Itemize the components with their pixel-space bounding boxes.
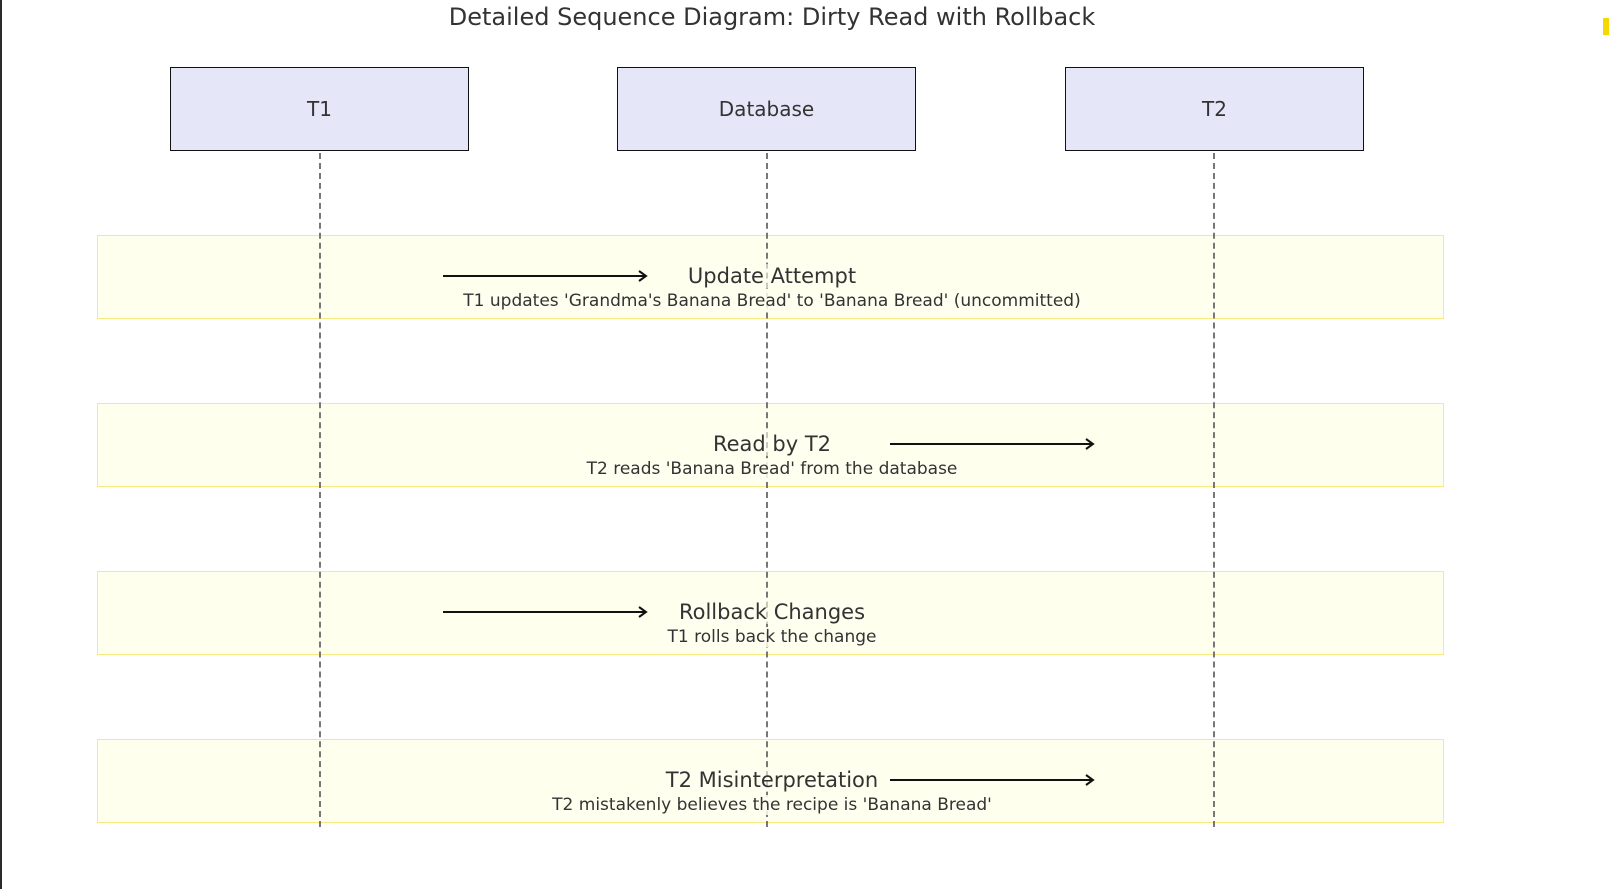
actor-database-label: Database (718, 97, 815, 121)
step-desc-update-attempt: T1 updates 'Grandma's Banana Bread' to '… (2, 290, 1542, 312)
step-label-read-by-t2: Read by T2 (712, 432, 832, 456)
message-arrow-rollback-changes (443, 606, 648, 618)
message-arrow-read-by-t2 (890, 438, 1095, 450)
actor-t1: T1 (170, 67, 469, 151)
message-arrow-t2-misinterpretation (890, 774, 1095, 786)
step-desc-read-by-t2: T2 reads 'Banana Bread' from the databas… (2, 458, 1542, 480)
actor-t1-label: T1 (307, 97, 332, 121)
lifeline-t2 (1213, 153, 1215, 827)
actor-t2: T2 (1065, 67, 1364, 151)
lifeline-database (766, 153, 768, 827)
step-label-t2-misinterpretation: T2 Misinterpretation (665, 768, 879, 792)
step-desc-t2-misinterpretation: T2 mistakenly believes the recipe is 'Ba… (2, 794, 1542, 816)
actor-t2-label: T2 (1202, 97, 1227, 121)
lifeline-t1 (319, 153, 321, 827)
diagram-title: Detailed Sequence Diagram: Dirty Read wi… (448, 3, 1096, 31)
message-arrow-update-attempt (443, 270, 648, 282)
step-label-update-attempt: Update Attempt (687, 264, 857, 288)
step-label-rollback-changes: Rollback Changes (678, 600, 866, 624)
actor-database: Database (617, 67, 916, 151)
edge-marker (1603, 18, 1609, 35)
step-desc-rollback-changes: T1 rolls back the change (2, 626, 1542, 648)
